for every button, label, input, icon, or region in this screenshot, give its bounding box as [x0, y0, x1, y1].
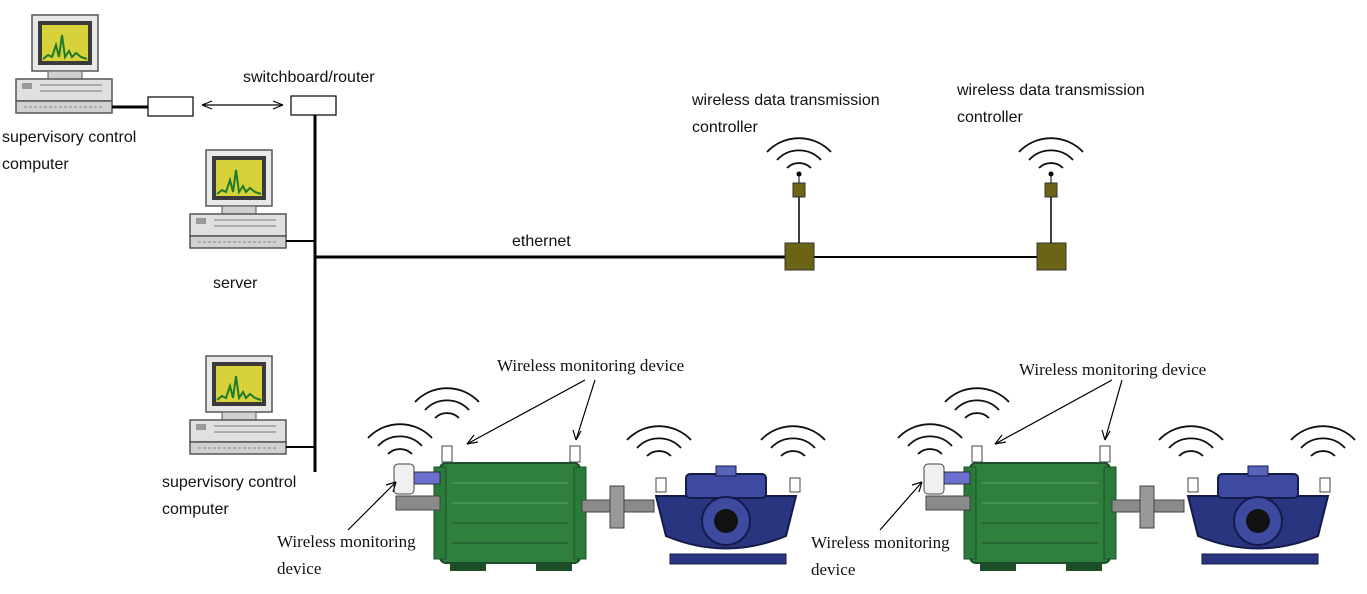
- wireless-signal-icon: [414, 387, 480, 419]
- computer-icon: [189, 355, 287, 455]
- computer-icon: [189, 149, 287, 249]
- wireless-signal-icon: [897, 423, 963, 455]
- switchboard-router-label: switchboard/router: [243, 69, 375, 86]
- wireless-signal-icon: [944, 387, 1010, 419]
- controller-2-label-line1: wireless data transmission: [957, 82, 1145, 99]
- wireless-monitoring-device-side-1-line1: Wireless monitoring: [277, 532, 416, 551]
- wireless-signal-icon: [760, 425, 826, 457]
- motor-icon: [963, 462, 1117, 572]
- sensor-icon: [923, 463, 945, 495]
- motor-icon: [433, 462, 587, 572]
- wireless-signal-icon: [766, 137, 832, 169]
- network-adapter-box: [147, 96, 194, 117]
- computer-icon: [15, 14, 113, 114]
- controller-1-label-line1: wireless data transmission: [692, 92, 880, 109]
- controller-2-label-line2: controller: [957, 109, 1023, 126]
- sensor-icon: [569, 445, 581, 463]
- wireless-signal-icon: [626, 425, 692, 457]
- wireless-monitoring-device-side-2-line1: Wireless monitoring: [811, 533, 950, 552]
- wireless-monitoring-device-label-1: Wireless monitoring device: [497, 356, 685, 375]
- supervisory-computer-bottom-label-line1: supervisory control: [162, 474, 297, 491]
- wireless-signal-icon: [1158, 425, 1224, 457]
- switchboard-router-box: [290, 95, 337, 116]
- wireless-signal-icon: [1018, 137, 1084, 169]
- sensor-icon: [441, 445, 453, 463]
- server-label: server: [213, 275, 258, 292]
- coupling-icon: [1139, 485, 1155, 529]
- wireless-monitoring-device-side-1-line2: device: [277, 559, 322, 578]
- controller-1-label-line2: controller: [692, 119, 758, 136]
- pointer-arrows: [347, 379, 1123, 531]
- supervisory-computer-bottom-label-line2: computer: [162, 501, 229, 518]
- wireless-signal-icon: [367, 423, 433, 455]
- supervisory-computer-top-label-line2: computer: [2, 156, 69, 173]
- controller-box-icon: [784, 242, 815, 271]
- controller-box-icon: [1036, 242, 1067, 271]
- wireless-monitoring-device-side-2-line2: device: [811, 560, 856, 579]
- wireless-signal-icon: [1290, 425, 1356, 457]
- supervisory-computer-top-label-line1: supervisory control: [2, 129, 137, 146]
- sensor-icon: [393, 463, 415, 495]
- pump-icon: [1187, 465, 1329, 565]
- wireless-monitoring-device-label-2: Wireless monitoring device: [1019, 360, 1207, 379]
- sensor-icon: [1099, 445, 1111, 463]
- pump-icon: [655, 465, 797, 565]
- sensor-icon: [971, 445, 983, 463]
- ethernet-label: ethernet: [512, 233, 571, 250]
- coupling-icon: [609, 485, 625, 529]
